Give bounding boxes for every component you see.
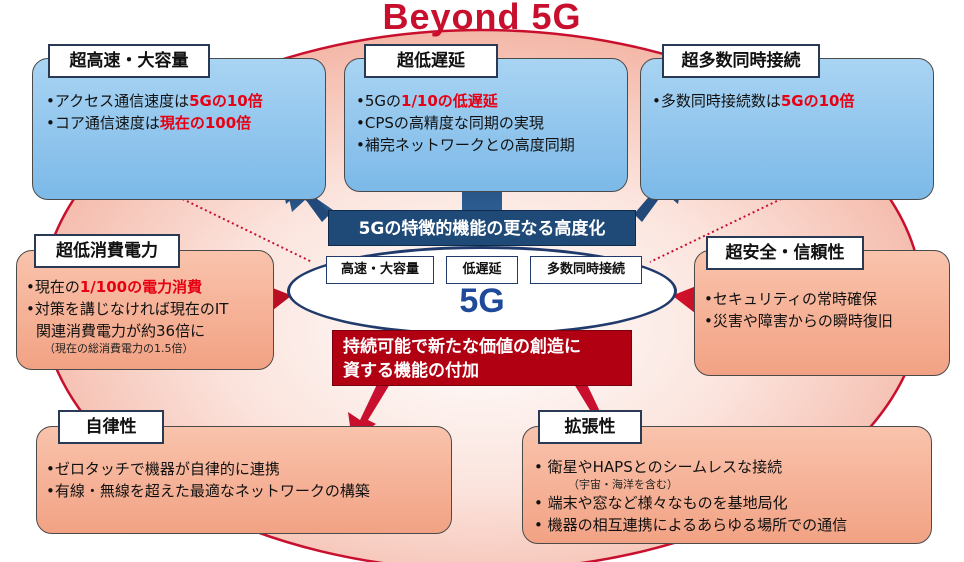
extensibility-line-3: • 機器の相互連携によるあらゆる場所での通信 (534, 516, 848, 534)
autonomy-label: 自律性 (58, 410, 164, 444)
power-box (16, 250, 274, 370)
latency-label: 超低遅延 (364, 44, 498, 78)
speed-line-2: •コア通信速度は現在の100倍 (46, 114, 252, 132)
core-5g-label: 5G (459, 282, 505, 320)
extensibility-bullets: • 衛星やHAPSとのシームレスな接続 （宇宙・海洋を含む） • 端末や窓など様… (534, 456, 847, 536)
autonomy-line-2: •有線・無線を超えた最適なネットワークの構築 (46, 482, 370, 500)
latency-line-2: •CPSの高精度な同期の実現 (356, 114, 544, 132)
pill-speed: 高速・大容量 (326, 256, 434, 284)
speed-bullets: •アクセス通信速度は5Gの10倍 •コア通信速度は現在の100倍 (46, 90, 263, 134)
extensibility-label: 拡張性 (538, 410, 642, 444)
pill-connections: 多数同時接続 (530, 256, 642, 284)
arrow-down-left (348, 378, 390, 440)
speed-box (32, 58, 326, 200)
security-line-2: •災害や障害からの瞬時復旧 (704, 312, 893, 330)
new-features-line-1: 持続可能で新たな価値の創造に (343, 337, 581, 357)
dotted-connector-right (649, 187, 805, 263)
new-features-banner: 持続可能で新たな価値の創造に 資する機能の付加 (332, 330, 632, 386)
connections-box (640, 58, 934, 200)
new-features-line-2: 資する機能の付加 (343, 361, 479, 381)
security-bullets: •セキュリティの常時確保 •災害や障害からの瞬時復旧 (704, 288, 893, 332)
pill-latency: 低遅延 (446, 256, 518, 284)
speed-label: 超高速・大容量 (48, 44, 210, 78)
connections-label: 超多数同時接続 (662, 44, 820, 78)
autonomy-box (36, 426, 452, 534)
power-note: （現在の総消費電力の1.5倍） (44, 342, 194, 355)
latency-bullets: •5Gの1/10の低遅延 •CPSの高精度な同期の実現 •補完ネットワークとの高… (356, 90, 575, 156)
advanced-features-banner: 5Gの特徴的機能の更なる高度化 (328, 210, 636, 246)
speed-line-1: •アクセス通信速度は5Gの10倍 (46, 92, 263, 110)
latency-line-1: •5Gの1/10の低遅延 (356, 92, 498, 110)
power-line-1: •現在の1/100の電力消費 (26, 278, 203, 296)
power-bullets: •現在の1/100の電力消費 •対策を講じなければ現在のIT 関連消費電力が約3… (26, 276, 228, 356)
autonomy-bullets: •ゼロタッチで機器が自律的に連携 •有線・無線を超えた最適なネットワークの構築 (46, 458, 370, 502)
dotted-connector-left (159, 187, 313, 263)
security-label: 超安全・信頼性 (706, 236, 864, 270)
connections-line-1: •多数同時接続数は5Gの10倍 (652, 92, 855, 110)
extensibility-box (522, 426, 932, 544)
security-line-1: •セキュリティの常時確保 (704, 290, 877, 308)
connections-bullets: •多数同時接続数は5Gの10倍 (652, 90, 854, 112)
security-box (694, 250, 950, 376)
extensibility-line-1: • 衛星やHAPSとのシームレスな接続 (534, 458, 783, 476)
autonomy-line-1: •ゼロタッチで機器が自律的に連携 (46, 460, 280, 478)
extensibility-line-2: • 端末や窓など様々なものを基地局化 (534, 494, 788, 512)
power-label: 超低消費電力 (34, 234, 180, 268)
diagram-title: Beyond 5G (382, 0, 582, 37)
extensibility-note: （宇宙・海洋を含む） (568, 478, 678, 491)
power-line-2: •対策を講じなければ現在のIT (26, 300, 229, 318)
latency-line-3: •補完ネットワークとの高度同期 (356, 136, 575, 154)
latency-box (344, 58, 628, 192)
power-line-3: 関連消費電力が約36倍に (36, 322, 206, 340)
